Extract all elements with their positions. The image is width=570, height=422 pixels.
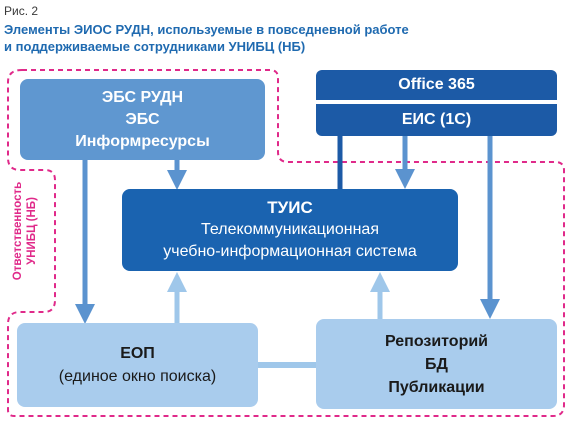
figure-title-line-2: и поддерживаемые сотрудниками УНИБЦ (НБ) — [4, 39, 306, 54]
eop-line-2: (единое окно поиска) — [58, 368, 217, 385]
eis-box: ЕИС (1С) — [316, 104, 557, 136]
ebs-box: ЭБС РУДН ЭБС Информресурсы — [20, 79, 265, 160]
figure-label: Рис. 2 — [4, 4, 39, 18]
responsibility-label-line-1: Ответственность — [12, 181, 24, 281]
repository-line-2: БД — [425, 355, 448, 373]
ebs-line-2: ЭБС — [125, 110, 160, 128]
ebs-line-3: Информресурсы — [75, 132, 210, 150]
figure-title-line-1: Элементы ЭИОС РУДН, используемые в повсе… — [4, 22, 409, 37]
responsibility-label: Ответственность УНИБЦ (НБ) — [11, 163, 51, 299]
figure-title: Элементы ЭИОС РУДН, используемые в повсе… — [4, 21, 524, 55]
repository-line-1: Репозиторий — [384, 332, 489, 350]
repository-box: Репозиторий БД Публикации — [316, 319, 557, 409]
tuis-line-2: Телекоммуникационная — [201, 221, 379, 238]
office365-label: Office 365 — [398, 76, 475, 93]
ebs-line-1: ЭБС РУДН — [101, 88, 184, 106]
office365-box: Office 365 — [316, 70, 557, 100]
repository-line-3: Публикации — [388, 378, 485, 396]
tuis-box: ТУИС Телекоммуникационная учебно-информа… — [122, 189, 458, 271]
tuis-line-3: учебно-информационная система — [163, 243, 417, 260]
eop-box: ЕОП (единое окно поиска) — [17, 323, 258, 407]
responsibility-label-line-2: УНИБЦ (НБ) — [26, 197, 38, 265]
tuis-title: ТУИС — [267, 198, 313, 217]
responsibility-boundary — [7, 69, 565, 417]
eop-title: ЕОП — [120, 345, 155, 362]
eis-label: ЕИС (1С) — [401, 111, 472, 128]
